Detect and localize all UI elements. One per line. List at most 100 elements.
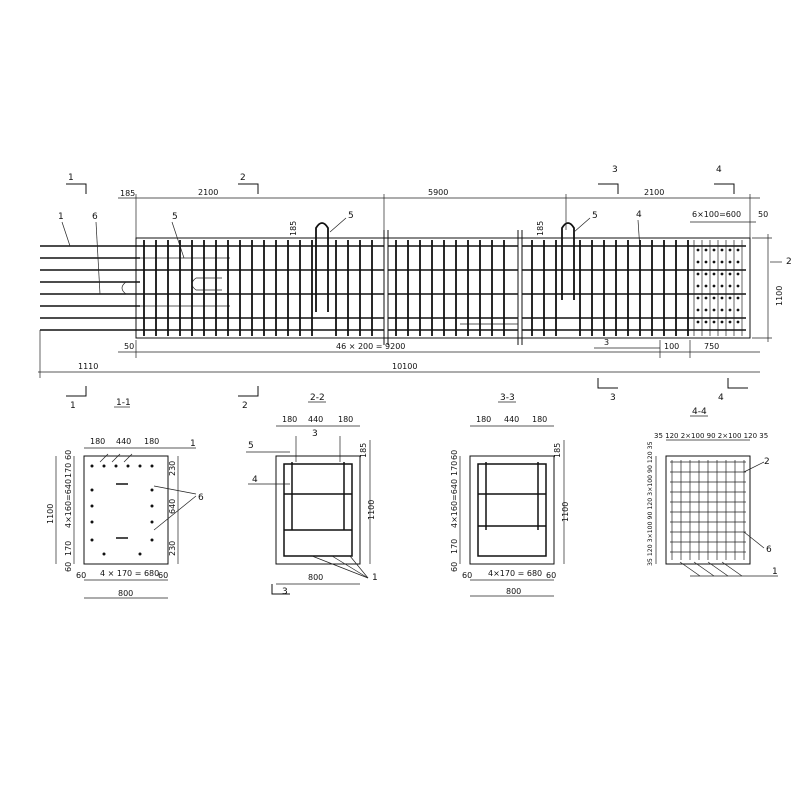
s33-dim-180a: 180 [476, 415, 491, 424]
title-section-4-4: 4-4 [692, 407, 707, 417]
s11-dim-170a: 170 [64, 463, 73, 478]
section-4-4-grid [670, 460, 746, 560]
s11-dim-180b: 180 [144, 437, 159, 446]
lifting-loop-right [561, 222, 575, 300]
s33-dim-170b: 170 [450, 539, 459, 554]
label-section-3-bottom: 3 [610, 393, 616, 403]
s11-dim-180a: 180 [90, 437, 105, 446]
mark-5-mid: 5 [348, 211, 354, 221]
s33-dim-170a: 170 [450, 461, 459, 476]
s22-mark-3b: 3 [282, 587, 288, 597]
mark-6-elevation: 6 [92, 212, 98, 222]
s44-top-dims: 35 120 2×100 90 2×100 120 35 [654, 432, 768, 440]
s44-mark-2: 2 [764, 457, 770, 467]
s11-dim-4x170: 4 × 170 = 680 [100, 569, 159, 578]
cut-marker-3-top [598, 183, 619, 194]
label-section-1-bottom: 1 [70, 401, 76, 411]
s11-width-800: 800 [118, 589, 133, 598]
cut-marker-2-top [238, 183, 259, 194]
lifting-loop-left [315, 222, 329, 312]
strand-hook [121, 281, 150, 295]
s22-dim-180a: 180 [282, 415, 297, 424]
s44-mark-6: 6 [766, 545, 772, 555]
mark-4-elevation: 4 [636, 210, 642, 220]
section-2-2-outline [275, 455, 361, 565]
dim-5900: 5900 [428, 188, 448, 197]
label-section-2-bottom: 2 [242, 401, 248, 411]
s33-width-800: 800 [506, 587, 521, 596]
cut-marker-3-bottom [597, 378, 618, 389]
s11-dim-60-bl: 60 [76, 571, 86, 580]
dim-46x200: 46 × 200 = 9200 [336, 342, 405, 351]
s22-dim-185: 185 [359, 443, 368, 458]
mark-5-right: 5 [592, 211, 598, 221]
s11-dim-60b: 60 [64, 562, 73, 572]
s22-mark-1: 1 [372, 573, 378, 583]
mark-1-elevation: 1 [58, 212, 64, 222]
dim-50-top: 50 [758, 210, 768, 219]
s33-dim-60b: 60 [450, 562, 459, 572]
s33-dim-180b: 180 [532, 415, 547, 424]
s33-height-1100: 1100 [561, 502, 570, 522]
dim-185-loop-left: 185 [289, 221, 298, 236]
s11-height-1100: 1100 [46, 504, 55, 524]
s11-mark-1: 1 [190, 439, 196, 449]
stirrups [143, 240, 689, 336]
section-3-3: 3-3 180 440 180 185 1100 60 170 4×160=64… [450, 393, 570, 597]
s11-dim-640: 640 [168, 499, 177, 514]
s44-left-dims: 35 120 3×100 90 120 3×100 90 120 35 [647, 441, 654, 566]
s22-dim-440: 440 [308, 415, 323, 424]
s22-mark-4: 4 [252, 475, 258, 485]
cut-marker-2-bottom [238, 386, 259, 397]
s22-mark-3: 3 [312, 429, 318, 439]
section-3-3-stirrup [477, 463, 547, 557]
cut-marker-4-top [714, 183, 735, 194]
mark-5-left: 5 [172, 212, 178, 222]
s33-dim-4x170: 4×170 = 680 [488, 569, 542, 578]
anchor-hook-left [191, 277, 222, 291]
beam-elevation: 185 2100 5900 2100 6×100=600 50 185 185 … [38, 165, 792, 411]
section-4-4: 4-4 35 120 2×100 90 2×100 120 35 35 120 … [647, 407, 778, 577]
protruding-strands [40, 245, 140, 331]
s11-dim-60-br: 60 [158, 571, 168, 580]
s33-dim-4x160: 4×160=640 [450, 479, 459, 528]
dim-185-top: 185 [120, 189, 135, 198]
mark-3-bottom: 3 [604, 338, 609, 347]
s33-dim-60-bl: 60 [462, 571, 472, 580]
dim-2100-left: 2100 [198, 188, 218, 197]
title-section-3-3: 3-3 [500, 393, 515, 403]
beam-outline [135, 237, 751, 339]
dim-185-loop-right: 185 [536, 221, 545, 236]
dim-50-bottom: 50 [124, 342, 134, 351]
s22-dim-180b: 180 [338, 415, 353, 424]
s33-dim-440: 440 [504, 415, 519, 424]
s11-dim-170b: 170 [64, 541, 73, 556]
s22-mark-5: 5 [248, 441, 254, 451]
label-section-2-top: 2 [240, 173, 246, 183]
title-section-1-1: 1-1 [116, 398, 131, 408]
s11-dim-230a: 230 [168, 461, 177, 476]
label-section-1-top: 1 [68, 173, 74, 183]
dim-height-1100: 1100 [775, 286, 784, 306]
s22-width-800: 800 [308, 573, 323, 582]
label-section-4-bottom: 4 [718, 393, 724, 403]
s11-dim-4x160: 4×160=640 [64, 479, 73, 528]
s33-dim-60a: 60 [450, 450, 459, 460]
section-2-2: 2-2 180 440 180 3 5 4 185 1100 800 1 3 [246, 393, 378, 597]
s11-dim-440: 440 [116, 437, 131, 446]
label-section-3-top: 3 [612, 165, 618, 175]
end-mesh-zone [693, 240, 743, 336]
title-section-2-2: 2-2 [310, 393, 325, 403]
s22-cut-marker-3 [271, 584, 290, 595]
s22-height-1100: 1100 [367, 500, 376, 520]
dim-1110: 1110 [78, 362, 98, 371]
section-3-3-outline [469, 455, 555, 565]
cut-marker-1-top [66, 183, 87, 194]
cut-marker-4-bottom [727, 378, 748, 389]
section-4-4-outline [665, 455, 751, 565]
section-1-1: 1-1 180 440 180 1 230 640 230 6 60 [46, 398, 204, 599]
s11-dim-60a: 60 [64, 450, 73, 460]
section-1-1-outline [83, 455, 169, 565]
s33-dim-60-br: 60 [546, 571, 556, 580]
